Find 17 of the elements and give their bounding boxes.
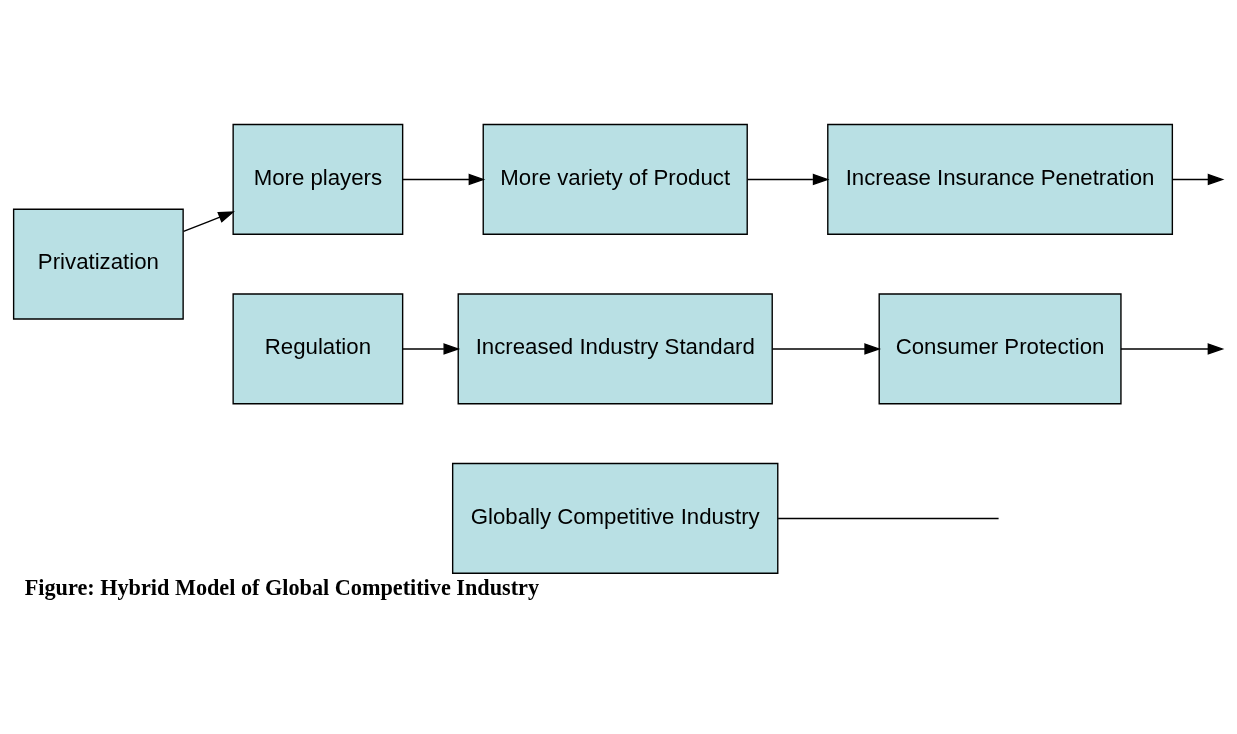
node-box: Globally Competitive Industry [451,462,779,574]
arrow [182,211,235,233]
node-box: Consumer Protection [878,293,1122,405]
node-box: Regulation [232,293,404,405]
arrow [402,343,461,355]
caption: Figure: Hybrid Model of Global Competitive Industry [24,575,540,601]
node-box: More players [232,123,404,235]
arrow [1172,173,1225,186]
arrow [1120,343,1225,355]
node-box: More variety of Product [482,123,748,235]
node-box: Privatization [12,208,184,320]
arrow [746,173,830,186]
arrow [402,173,486,186]
node-box: Increase Insurance Penetration [827,123,1174,235]
arrow [771,343,882,355]
node-box: Increased Industry Standard [457,293,773,405]
connector [777,517,1000,520]
